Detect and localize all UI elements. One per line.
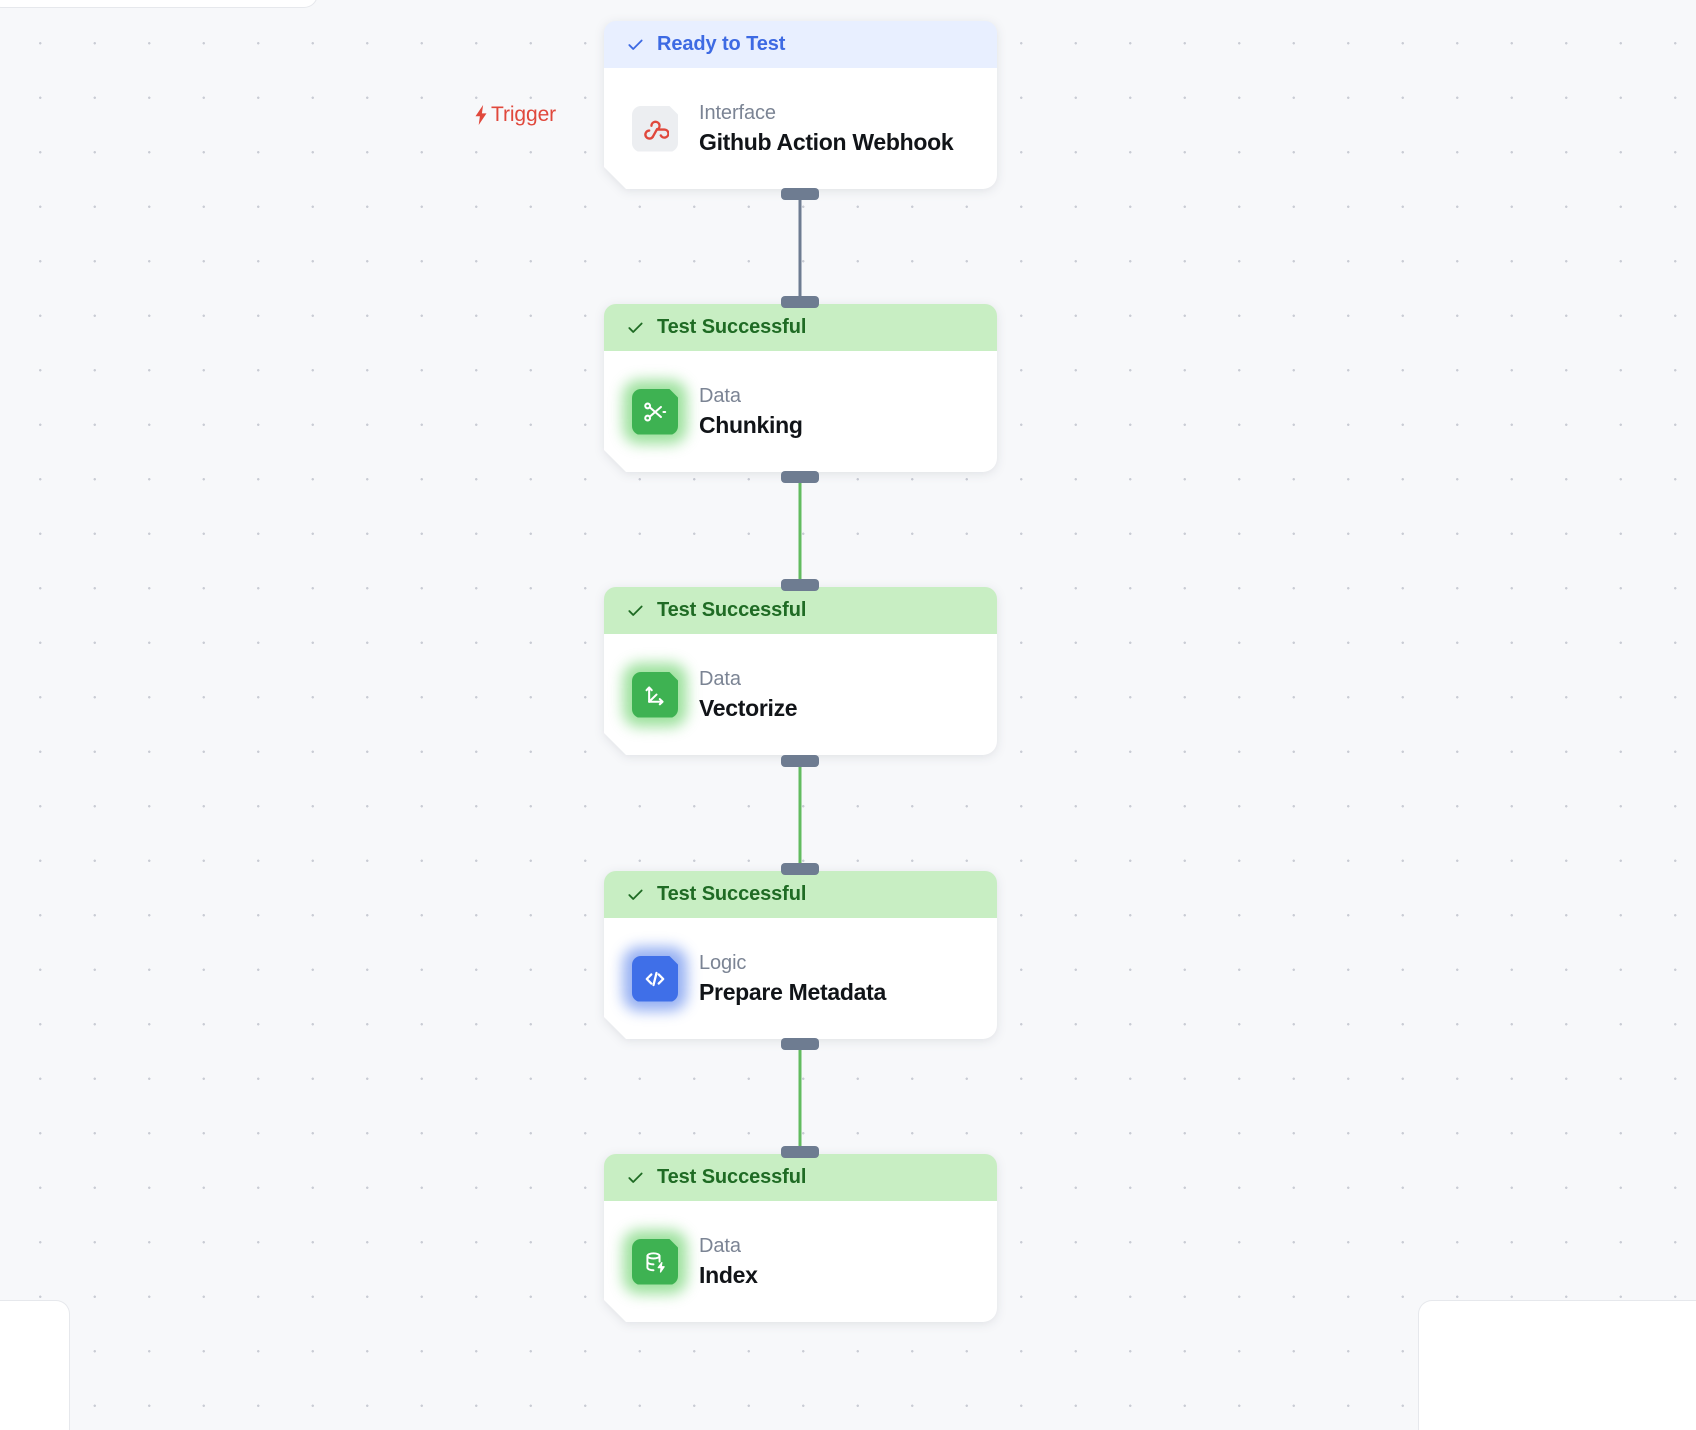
node-category-label: Data — [699, 384, 741, 407]
node-handle-source-vectorize[interactable] — [781, 755, 819, 767]
node-status-badge: Test Successful — [604, 1154, 997, 1201]
lightning-bolt-icon — [473, 104, 490, 126]
check-icon — [626, 318, 645, 337]
node-status-label: Test Successful — [657, 883, 807, 905]
node-body[interactable]: Logic Prepare Metadata — [604, 918, 997, 1039]
node-category-label: Data — [699, 667, 741, 690]
node-category-label: Data — [699, 1234, 741, 1257]
trigger-label: Trigger — [491, 103, 557, 126]
node-icon-container — [632, 672, 678, 718]
node-category-label: Logic — [699, 951, 747, 974]
check-icon — [626, 1168, 645, 1187]
workflow-node-prepare-metadata[interactable]: Test Successful Logic Prepare Met — [604, 871, 997, 1039]
node-icon-container — [632, 389, 678, 435]
edge-prepare-to-index — [798, 1044, 802, 1152]
node-title-label: Vectorize — [699, 694, 798, 721]
node-body[interactable]: Data Index — [604, 1201, 997, 1322]
node-text: Data Index — [699, 1234, 758, 1290]
check-icon — [626, 601, 645, 620]
node-category-label: Interface — [699, 101, 776, 124]
node-status-badge: Ready to Test — [604, 21, 997, 68]
edge-webhook-to-chunking — [798, 194, 802, 302]
node-status-badge: Test Successful — [604, 587, 997, 634]
node-status-badge: Test Successful — [604, 871, 997, 918]
node-text: Data Vectorize — [699, 667, 797, 723]
check-icon — [626, 885, 645, 904]
vector-axes-icon — [632, 672, 678, 718]
database-lightning-icon — [632, 1239, 678, 1285]
node-title-label: Prepare Metadata — [699, 978, 886, 1005]
node-status-label: Test Successful — [657, 316, 807, 338]
trigger-badge: Trigger — [473, 103, 556, 127]
node-body[interactable]: Data Chunking — [604, 351, 997, 472]
node-text: Interface Github Action Webhook — [699, 101, 953, 157]
node-handle-target-chunking[interactable] — [781, 296, 819, 308]
node-handle-source-prepare[interactable] — [781, 1038, 819, 1050]
bottom-right-panel-edge — [1418, 1300, 1696, 1430]
bottom-left-panel-edge — [0, 1300, 70, 1430]
node-icon-container — [632, 1239, 678, 1285]
node-icon-container — [632, 106, 678, 152]
node-status-label: Test Successful — [657, 599, 807, 621]
node-icon-container — [632, 956, 678, 1002]
workflow-node-vectorize[interactable]: Test Successful — [604, 587, 997, 755]
workflow-node-chunking[interactable]: Test Successful — [604, 304, 997, 472]
node-body[interactable]: Interface Github Action Webhook — [604, 68, 997, 189]
scissors-icon — [632, 389, 678, 435]
node-title-label: Index — [699, 1261, 758, 1288]
edge-chunking-to-vectorize — [798, 477, 802, 585]
code-brackets-icon — [632, 956, 678, 1002]
edge-vectorize-to-prepare — [798, 761, 802, 869]
node-text: Logic Prepare Metadata — [699, 951, 886, 1007]
node-body[interactable]: Data Vectorize — [604, 634, 997, 755]
node-text: Data Chunking — [699, 384, 803, 440]
node-status-badge: Test Successful — [604, 304, 997, 351]
node-title-label: Chunking — [699, 411, 803, 438]
check-icon — [626, 35, 645, 54]
node-status-label: Test Successful — [657, 1166, 807, 1188]
node-handle-target-index[interactable] — [781, 1146, 819, 1158]
webhook-icon — [632, 106, 678, 152]
node-title-label: Github Action Webhook — [699, 128, 954, 155]
node-handle-source-chunking[interactable] — [781, 471, 819, 483]
node-handle-source-webhook[interactable] — [781, 188, 819, 200]
workflow-node-github-action-webhook[interactable]: Ready to Test Interface — [604, 21, 997, 189]
node-status-label: Ready to Test — [657, 33, 786, 55]
top-left-panel-edge — [0, 0, 318, 8]
node-handle-target-vectorize[interactable] — [781, 579, 819, 591]
workflow-node-index[interactable]: Test Successful — [604, 1154, 997, 1322]
node-handle-target-prepare[interactable] — [781, 863, 819, 875]
